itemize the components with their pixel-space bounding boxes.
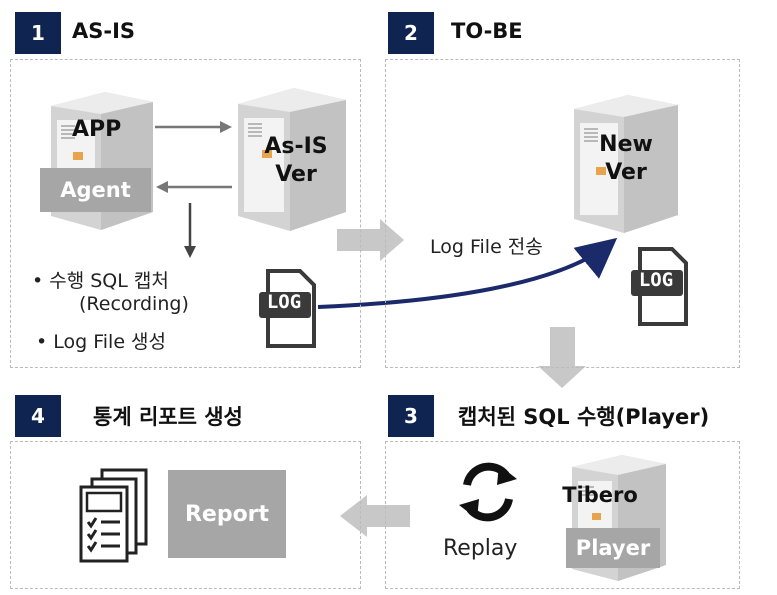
tibero-label: Tibero	[562, 483, 638, 507]
block-arrow-player-to-report	[340, 495, 410, 537]
agent-box: Agent	[40, 168, 151, 212]
asis-server-label-line2: Ver	[275, 161, 317, 187]
asis-panel	[10, 59, 361, 368]
section-2-title: TO-BE	[451, 19, 523, 43]
replay-icon	[459, 462, 517, 522]
log-transfer-curve	[317, 237, 618, 309]
section-4-badge: 4	[15, 395, 61, 437]
block-arrow-tobe-to-player	[538, 327, 586, 388]
log-icon-text: LOG	[266, 291, 302, 313]
report-box: Report	[168, 470, 286, 558]
bullet-capture-sql: • 수행 SQL 캡처	[32, 270, 169, 292]
bullet-log-file: • Log File 생성	[36, 331, 167, 353]
section-4-title: 통계 리포트 생성	[93, 405, 243, 429]
log-icon-text-tobe: LOG	[638, 269, 674, 291]
bullet-recording: (Recording)	[79, 293, 189, 315]
block-arrow-asis-to-tobe	[337, 219, 404, 261]
replay-label: Replay	[443, 536, 518, 561]
section-3-badge: 3	[388, 395, 434, 437]
asis-server-label-line1: As-IS	[264, 134, 328, 159]
section-2-badge: 2	[388, 12, 434, 54]
new-server-label: New Ver	[586, 131, 666, 186]
new-server-label-line1: New	[599, 132, 653, 157]
log-file-icon-tobe	[631, 247, 688, 326]
log-transfer-label: Log File 전송	[430, 236, 543, 258]
app-label: APP	[72, 117, 122, 142]
new-server-icon	[574, 95, 678, 233]
asis-server-label: As-IS Ver	[252, 133, 340, 188]
player-box: Player	[566, 528, 660, 568]
new-server-label-line2: Ver	[605, 159, 647, 185]
report-panel	[10, 441, 361, 589]
section-1-title: AS-IS	[72, 19, 136, 43]
player-panel	[385, 441, 740, 589]
section-1-badge: 1	[15, 12, 61, 54]
log-file-icon	[259, 269, 316, 348]
report-documents-icon	[79, 468, 148, 563]
tobe-panel	[385, 59, 740, 368]
section-3-title: 캡처된 SQL 수행(Player)	[458, 405, 710, 429]
asis-server-icon	[238, 88, 346, 231]
